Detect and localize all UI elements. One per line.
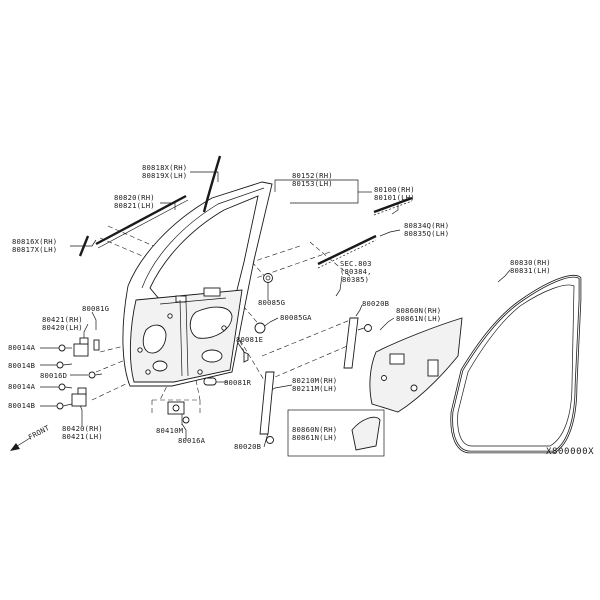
cap-80085ga — [254, 322, 266, 334]
moulding-80818x — [202, 155, 222, 213]
sealing-screen — [369, 317, 463, 413]
door-shell — [122, 181, 273, 387]
label-front: FRONT — [27, 423, 52, 442]
moulding-80816x — [78, 235, 90, 257]
bolt-80014a-top — [58, 344, 72, 352]
label-80861n-top: 80861N(LH) — [396, 314, 441, 323]
label-80014a-top: 80014A — [8, 343, 36, 352]
label-80101: 80101(LH) — [374, 193, 415, 202]
door-weatherstrip-80830 — [450, 274, 582, 454]
label-80834q: 80834Q(RH) — [404, 221, 449, 230]
bolt-80020b-bot — [266, 436, 274, 444]
bolt-80014b-bot — [56, 402, 73, 410]
label-80152: 80152(RH) — [292, 171, 333, 180]
label-80014b-bot: 80014B — [8, 401, 35, 410]
label-80211m: 80211M(LH) — [292, 384, 337, 393]
top-mouldings — [78, 155, 413, 269]
label-80020b-bot: 80020B — [234, 442, 261, 451]
label-sec-803-parts-1: (80384, — [340, 267, 372, 276]
label-sec-803-parts-2: 80385) — [342, 275, 369, 284]
moulding-80820 — [95, 194, 187, 246]
label-80816x: 80816X(RH) — [12, 237, 57, 246]
label-80821: 80821(LH) — [114, 201, 155, 210]
label-80410m: 80410M — [156, 426, 184, 435]
inset-detail — [287, 409, 385, 457]
leader-lines — [40, 171, 511, 448]
part-labels: 80818X(RH) 80819X(LH) 80820(RH) 80821(LH… — [8, 163, 594, 457]
label-80014b-top: 80014B — [8, 361, 35, 370]
label-80817x: 80817X(LH) — [12, 245, 57, 254]
label-80818x: 80818X(RH) — [142, 163, 187, 172]
bolt-80016d — [88, 371, 103, 379]
bolt-80014b-top — [56, 361, 73, 369]
label-80085ga: 80085GA — [280, 313, 312, 322]
label-80210m: 80210M(RH) — [292, 376, 337, 385]
label-80835q: 80835Q(LH) — [404, 229, 449, 238]
label-80081r: 80081R — [224, 378, 252, 387]
sash-channels — [259, 317, 372, 444]
inset-screen-shape — [351, 416, 381, 451]
channel-rear — [343, 317, 359, 369]
pin-80081g — [93, 339, 100, 351]
label-80860n-top: 80860N(RH) — [396, 306, 441, 315]
label-80020b-top: 80020B — [362, 299, 389, 308]
hinge-lower — [71, 393, 87, 407]
label-80831: 80831(LH) — [510, 266, 551, 275]
label-80100: 80100(RH) — [374, 185, 415, 194]
label-80861n-inset: 80861N(LH) — [292, 433, 337, 442]
label-80421-top: 80421(RH) — [42, 315, 83, 324]
label-80860n-inset: 80860N(RH) — [292, 425, 337, 434]
label-80820: 80820(RH) — [114, 193, 155, 202]
label-80420-bot: 80420(RH) — [62, 424, 103, 433]
bolt-80016a — [182, 416, 190, 424]
hinge-upper — [73, 343, 89, 357]
label-80420-top: 80420(LH) — [42, 323, 83, 332]
hinges-and-fasteners — [56, 273, 273, 424]
grommet-80085g — [263, 273, 273, 283]
moulding-80834q — [317, 234, 377, 266]
front-arrow — [10, 437, 31, 451]
label-80153: 80153(LH) — [292, 179, 333, 188]
weatherstrip-80100 — [373, 196, 413, 214]
bolt-80014a-bot — [58, 383, 73, 391]
label-80016d: 80016D — [40, 371, 67, 380]
label-80081e: 80081E — [236, 335, 263, 344]
label-80081g: 80081G — [82, 304, 109, 313]
label-80085g: 80085G — [258, 298, 285, 307]
label-80014a-bot: 80014A — [8, 382, 36, 391]
clip-80081e — [243, 351, 249, 363]
channel-80210m — [259, 371, 275, 435]
label-80830: 80830(RH) — [510, 258, 551, 267]
label-sec-803: SEC.803 — [340, 259, 372, 268]
pad-80081r — [203, 377, 217, 386]
label-80421-bot: 80421(LH) — [62, 432, 103, 441]
diagram-code: X800000X — [546, 447, 594, 457]
label-80016a: 80016A — [178, 436, 206, 445]
label-80819x: 80819X(LH) — [142, 171, 187, 180]
screen-80860n — [369, 317, 463, 413]
